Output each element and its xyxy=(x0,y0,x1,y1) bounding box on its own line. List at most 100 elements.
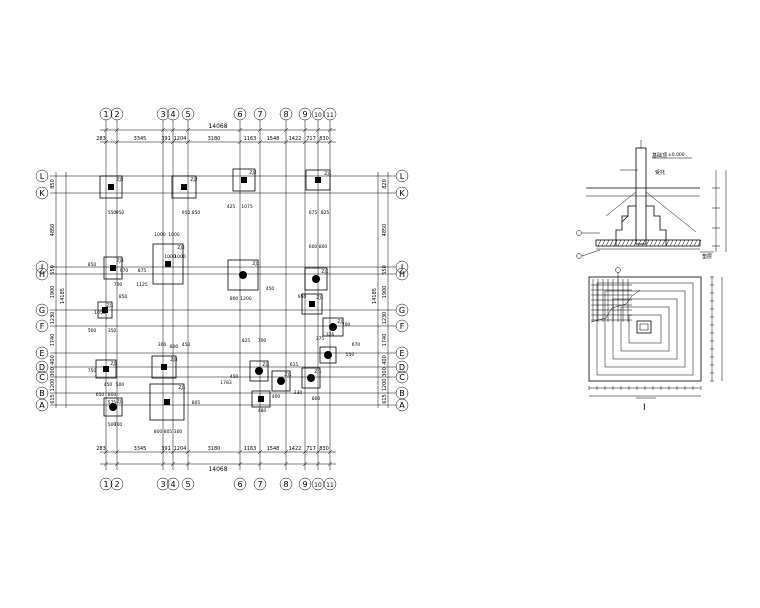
footing-7 xyxy=(227,259,259,291)
column-mark xyxy=(329,323,337,331)
axis-label-bottom-10: 10 xyxy=(314,482,322,489)
axis-bubble-left-D xyxy=(35,360,49,374)
axis-label-bottom-2: 2 xyxy=(114,480,119,489)
axis-bubble-bottom-1 xyxy=(99,477,113,491)
hatch-line xyxy=(637,239,642,247)
column-mark xyxy=(324,351,332,359)
inner-dim: 805 xyxy=(164,429,173,435)
dim-tick xyxy=(283,127,289,133)
axis-label-left-C: C xyxy=(39,373,45,382)
axis-label-left-F: F xyxy=(40,322,45,331)
axis-label-left-H: H xyxy=(39,270,45,279)
hatch-line xyxy=(669,239,674,247)
axis-label-bottom-5: 5 xyxy=(185,480,190,489)
break-line xyxy=(590,289,641,323)
axis-bubble-right-L xyxy=(395,169,409,183)
axis-bubble-bottom-5 xyxy=(181,477,195,491)
top-span-dim: 1163 xyxy=(244,136,257,142)
axis-bubble-top-8 xyxy=(279,107,293,121)
bottom-total-dim: 14068 xyxy=(208,466,227,473)
axis-bubble-left-G xyxy=(35,303,49,317)
inner-dim: 675 xyxy=(309,210,318,216)
axis-bubble-bottom-11 xyxy=(323,477,337,491)
axis-bubble-right-F xyxy=(395,319,409,333)
dim-tick xyxy=(283,139,289,145)
axis-label-top-5: 5 xyxy=(185,110,190,119)
axis-label-bottom-6: 6 xyxy=(237,480,242,489)
axis-bubble-right-J xyxy=(395,260,409,274)
dim-tick xyxy=(315,139,321,145)
inner-dim: 300 xyxy=(158,342,167,348)
right-span-dim: 300 xyxy=(382,367,388,377)
inner-dim: 800 xyxy=(154,429,163,435)
axis-label-top-7: 7 xyxy=(257,110,262,119)
dim-tick xyxy=(103,127,109,133)
dim-tick xyxy=(185,127,191,133)
dim-tick xyxy=(185,449,191,455)
hatch-line xyxy=(689,239,694,247)
inner-dim: 670 xyxy=(352,342,361,348)
axis-bubble-bottom-7 xyxy=(253,477,267,491)
column-mark xyxy=(239,271,247,279)
top-label: 基础顶 xyxy=(652,152,667,159)
axis-label-right-A: A xyxy=(399,401,405,410)
footing-label: ZJ1 xyxy=(106,303,113,309)
axis-label-top-10: 10 xyxy=(314,112,322,119)
left-span-dim: 1200 xyxy=(50,379,56,392)
footing-label: ZJ1 xyxy=(252,261,259,267)
left-span-dim: 400 xyxy=(50,355,56,365)
footing-17 xyxy=(103,397,123,417)
axis-bubble-left-A xyxy=(35,398,49,412)
axis-bubble-right-A xyxy=(395,398,409,412)
axis-bubble-right-E xyxy=(395,346,409,360)
footing-11 xyxy=(322,317,344,337)
dim-tick xyxy=(160,461,166,467)
inner-dim: 550 xyxy=(108,210,117,216)
footing-16 xyxy=(301,367,321,389)
top-span-dim: 3180 xyxy=(208,136,221,142)
column-mark xyxy=(108,184,114,190)
inner-dim: 970 xyxy=(120,268,129,274)
inner-dim: 350 xyxy=(108,328,117,334)
axis-label-bottom-8: 8 xyxy=(283,480,288,489)
inner-dim: 500 xyxy=(116,382,125,388)
hatch-line xyxy=(645,239,650,247)
inner-dim: 750 xyxy=(88,368,97,374)
hatch-line xyxy=(649,239,654,247)
top-span-dim: 3345 xyxy=(134,136,147,142)
column-mark xyxy=(110,265,116,271)
footing-2 xyxy=(171,175,197,199)
inner-dim: 1000 xyxy=(174,254,186,260)
inner-dim: 230 xyxy=(294,390,303,396)
beam-label: 受托 xyxy=(655,169,665,176)
right-total-dim: 14185 xyxy=(372,288,378,304)
footing-label: ZJ2 xyxy=(190,177,197,183)
inner-dim: 500 xyxy=(88,328,97,334)
inner-dim: 825 xyxy=(242,338,251,344)
hatch-line xyxy=(665,239,670,247)
dim-tick xyxy=(283,449,289,455)
hatch-line xyxy=(677,239,682,247)
inner-dim: 850 xyxy=(119,294,128,300)
column-mark xyxy=(307,374,315,382)
footing-plan-detail: I xyxy=(588,276,723,413)
column-mark xyxy=(312,275,320,283)
section-marker: I xyxy=(643,403,646,413)
footing-5 xyxy=(103,256,123,280)
axis-bubble-left-J xyxy=(35,260,49,274)
top-span-dim: 391 xyxy=(161,136,171,142)
axis-label-left-B: B xyxy=(39,389,45,398)
inner-dim: 480 xyxy=(258,408,267,414)
axis-label-left-D: D xyxy=(39,363,45,372)
inner-dim: 800 xyxy=(108,392,117,398)
column-mark xyxy=(241,177,247,183)
axis-bubble-top-4 xyxy=(166,107,180,121)
left-span-dim: 4850 xyxy=(50,224,56,237)
dim-tick xyxy=(237,449,243,455)
column-mark xyxy=(164,399,170,405)
axis-label-left-K: K xyxy=(39,189,45,198)
inner-dim: 500 xyxy=(108,422,117,428)
axis-label-right-F: F xyxy=(400,322,405,331)
axis-label-top-9: 9 xyxy=(302,110,307,119)
